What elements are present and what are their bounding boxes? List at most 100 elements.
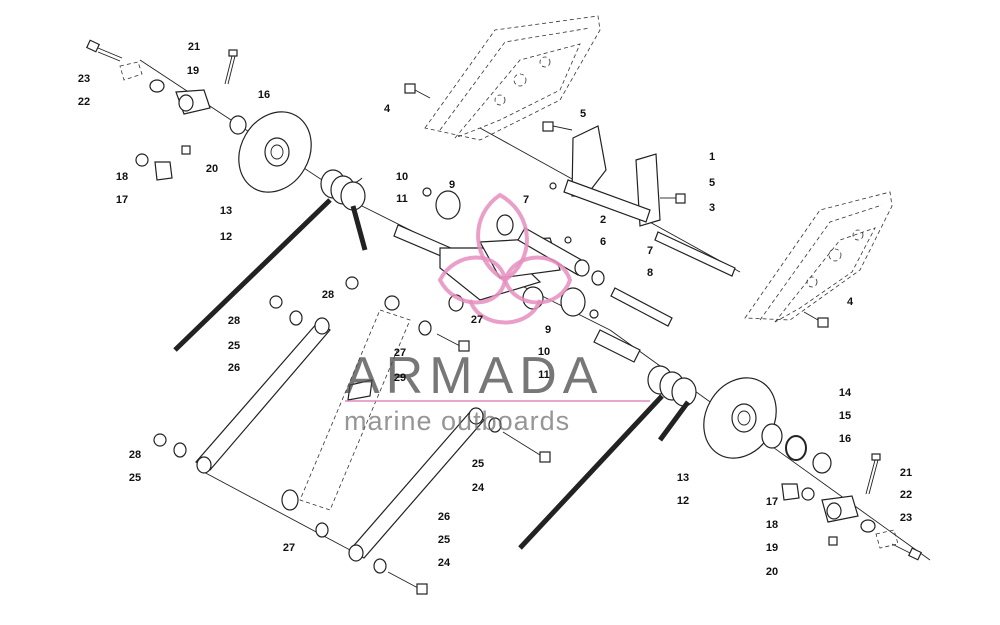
bushing-25-lower-left (173, 442, 187, 458)
bushing-22-left (149, 79, 165, 93)
callout-c22a: 22 (78, 96, 90, 108)
spacer-17-right (781, 483, 800, 501)
torsion-spring-12-right (518, 365, 697, 550)
callout-c23a: 23 (78, 73, 90, 85)
cap-28-upper (345, 276, 359, 290)
callout-c2: 2 (600, 214, 606, 226)
pin-2-lower (564, 236, 572, 244)
callout-c3: 3 (709, 202, 715, 214)
watermark-brand: ARMADA (345, 347, 603, 405)
clip-10-lower (589, 309, 599, 319)
callout-c7b: 7 (647, 245, 653, 257)
callout-c28a: 28 (322, 289, 334, 301)
bolt-24-bottom (387, 571, 428, 595)
callout-c26a: 26 (228, 362, 240, 374)
bushing-9-upper (435, 190, 461, 220)
bracket-19-right (821, 495, 859, 523)
callout-c18a: 18 (116, 171, 128, 183)
bushing-9-lower (560, 287, 586, 317)
idler-wheel-13-left (238, 111, 312, 193)
callout-c12b: 12 (677, 495, 689, 507)
shaft-6 (517, 227, 590, 277)
callout-c13a: 13 (220, 205, 232, 217)
callout-c4b: 4 (847, 296, 854, 308)
callout-c25b: 25 (472, 458, 484, 470)
callout-c16b: 16 (839, 433, 851, 445)
bushing-25-upper (289, 310, 303, 326)
callout-c14: 14 (839, 387, 852, 399)
callout-c25a: 25 (228, 340, 240, 352)
callout-c17b: 17 (766, 496, 778, 508)
callout-c1: 1 (709, 151, 715, 163)
callout-c27c: 27 (283, 542, 295, 554)
pin-8 (610, 287, 673, 327)
shaft-3 (654, 231, 736, 277)
link-arm-26-right (348, 407, 485, 562)
callout-c9b: 9 (545, 324, 551, 336)
bearing-14 (761, 423, 783, 449)
washer-18-right (801, 487, 815, 501)
cap-28-left (269, 295, 283, 309)
callout-c16a: 16 (258, 89, 270, 101)
bolt-23-left (85, 39, 123, 62)
callout-c18b: 18 (766, 519, 778, 531)
bushing-16-right (812, 452, 832, 474)
bushing-25-bottom (373, 558, 387, 574)
callout-c28c: 28 (129, 449, 141, 461)
callout-c21b: 21 (900, 467, 912, 479)
callout-c10b: 10 (538, 346, 550, 358)
cap-28-lower (153, 433, 167, 447)
callout-c7a: 7 (523, 194, 529, 206)
bolt-21-left (224, 49, 238, 85)
clip-10-upper (422, 187, 432, 197)
callout-c17a: 17 (116, 194, 128, 206)
callout-c11a: 11 (396, 193, 408, 205)
bolt-24-mid-right (502, 431, 551, 463)
callout-c5a: 5 (580, 108, 586, 120)
callout-c28b: 28 (228, 315, 240, 327)
callout-c12a: 12 (220, 231, 232, 243)
callout-c25c: 25 (129, 472, 141, 484)
callout-c26b: 26 (438, 511, 450, 523)
callout-c21a: 21 (188, 41, 200, 53)
bolt-23-right (891, 543, 923, 561)
callout-c23b: 23 (900, 512, 912, 524)
pin-2-upper (549, 182, 557, 190)
bushing-7-right (591, 270, 605, 286)
callout-c27a: 27 (471, 314, 483, 326)
callout-c9a: 9 (449, 179, 455, 191)
pink-knot-icon (437, 192, 573, 325)
callout-c20b: 20 (766, 566, 778, 578)
bushing-25-mid-right (488, 417, 502, 433)
nut-washer-left (119, 61, 143, 81)
idler-wheel-13-right (703, 377, 777, 459)
rail-section-top (424, 15, 601, 141)
bracket-19-left (175, 89, 211, 115)
bolt-4-upper (404, 83, 431, 99)
bushing-16-left (229, 115, 247, 135)
callout-c11b: 11 (538, 369, 550, 381)
bolt-21-right (865, 453, 881, 495)
bolt-5-right (660, 193, 686, 204)
link-arm-26-left (195, 317, 331, 474)
callout-c24a: 24 (472, 482, 485, 494)
bolt-4-right (803, 311, 829, 328)
callout-c6: 6 (600, 236, 606, 248)
callout-c24b: 24 (438, 557, 451, 569)
callout-c19a: 19 (187, 65, 199, 77)
retaining-ring-15 (785, 435, 807, 461)
bolt-24-mid (436, 333, 470, 352)
callout-c13b: 13 (677, 472, 689, 484)
set-screw-20-right (828, 536, 838, 546)
mount-bracket-1 (563, 125, 661, 227)
torsion-spring-12-left (173, 169, 368, 352)
bolt-5-upper (542, 121, 573, 132)
callout-c5b: 5 (709, 177, 715, 189)
bushing-22-right (860, 519, 876, 533)
nut-washer-right (875, 529, 899, 549)
washer-18-left (135, 153, 149, 167)
shock-absorber-29 (281, 295, 411, 511)
